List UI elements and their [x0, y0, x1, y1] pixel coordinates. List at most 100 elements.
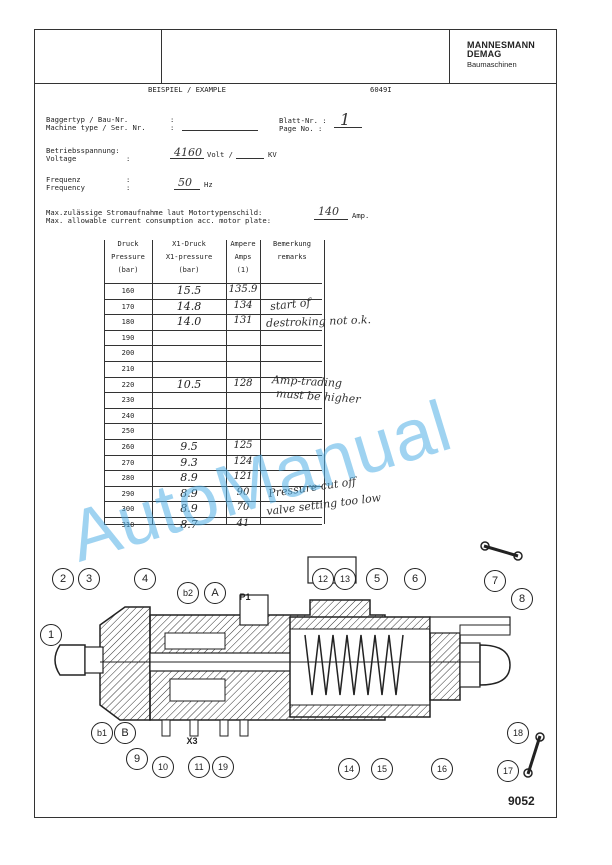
current-blank	[314, 219, 348, 220]
voltage-label-de: Betriebsspannung:	[46, 146, 120, 155]
frequency-colon-2: :	[126, 183, 131, 192]
doc-title: BEISPIEL / EXAMPLE	[148, 85, 226, 94]
callout-13: 13	[334, 568, 356, 590]
table-row-rule	[104, 423, 322, 425]
table-row-rule	[104, 439, 322, 440]
logo-line-3: Baumaschinen	[467, 60, 517, 69]
table-cell-amps: 121	[233, 471, 253, 483]
sheet-label-en: Page No. :	[279, 124, 323, 133]
voltage-blank	[170, 158, 204, 159]
table-cell-x1-pressure: 8.9	[180, 486, 198, 500]
table-cell-pressure: 220	[121, 380, 135, 389]
table-cell-x1-pressure: 8.9	[180, 502, 198, 516]
figure-number: 9052	[508, 794, 535, 808]
table-cell-x1-pressure: 10.5	[176, 377, 202, 391]
callout-7: 7	[484, 570, 506, 592]
table-cell-pressure: 250	[121, 427, 135, 436]
frequency-unit: Hz	[204, 180, 213, 189]
callout-16: 16	[431, 758, 453, 780]
table-header-cell: Druck	[117, 240, 139, 248]
voltage-unit-volt: Volt /	[207, 150, 233, 159]
callout-17: 17	[497, 760, 519, 782]
callout-10: 10	[152, 756, 174, 778]
current-unit: Amp.	[352, 211, 370, 220]
valve-cutaway-diagram	[54, 556, 511, 737]
table-cell-x1-pressure: 9.5	[180, 440, 198, 453]
table-row-rule	[104, 361, 322, 362]
machine-type-label-de: Baggertyp / Bau-Nr.	[46, 115, 129, 124]
kv-blank	[236, 158, 264, 159]
table-cell-pressure: 310	[121, 521, 135, 529]
table-bottom-rule	[104, 524, 322, 525]
table-cell-pressure: 180	[121, 318, 135, 327]
table-header-cell: X1-pressure	[165, 253, 213, 261]
table-column-rule	[152, 240, 153, 524]
header-divider-left	[161, 29, 162, 83]
table-header-cell: Pressure	[111, 253, 145, 261]
callout-19: 19	[212, 756, 234, 778]
table-row-rule	[104, 407, 322, 409]
table-cell-pressure: 260	[121, 443, 135, 451]
table-cell-x1-pressure: 15.5	[176, 284, 202, 297]
table-row-rule	[104, 470, 322, 472]
table-cell-pressure: 280	[121, 474, 135, 483]
current-value: 140	[318, 205, 339, 218]
table-cell-amps: 124	[233, 455, 253, 467]
callout-4: 4	[134, 568, 156, 590]
table-cell-pressure: 210	[121, 365, 135, 373]
table-cell-pressure: 170	[121, 302, 135, 311]
table-column-rule	[104, 240, 105, 524]
table-column-rule	[226, 240, 227, 524]
table-header-cell: Ampere	[230, 240, 256, 248]
table-row-rule	[104, 392, 322, 394]
table-cell-amps: 135.9	[228, 284, 258, 295]
table-row-rule	[104, 501, 322, 503]
table-cell-pressure: 190	[121, 333, 135, 342]
frequency-label-en: Frequency	[46, 183, 85, 192]
voltage-value: 4160	[174, 146, 202, 159]
callout-a: A	[204, 582, 226, 604]
callout-9: 9	[126, 748, 148, 770]
voltage-colon: :	[126, 154, 131, 163]
table-cell-pressure: 160	[121, 287, 135, 295]
table-cell-amps: 90	[236, 486, 250, 498]
logo-line-1: MANNESMANN	[467, 40, 535, 50]
table-cell-x1-pressure: 9.3	[180, 455, 198, 469]
table-cell-pressure: 270	[121, 458, 135, 467]
table-cell-pressure: 200	[121, 349, 135, 358]
table-cell-amps: 134	[233, 299, 253, 311]
callout-b2: b2	[177, 582, 199, 604]
callout-b1: b1	[91, 722, 113, 744]
machine-type-blank	[182, 130, 258, 131]
frequency-value: 50	[178, 176, 192, 189]
table-row-rule	[104, 329, 322, 331]
header-divider-right	[449, 29, 450, 83]
callout-x3: X3	[186, 736, 198, 746]
table-row-rule	[104, 298, 322, 300]
document-frame	[34, 29, 557, 818]
callout-6: 6	[404, 568, 426, 590]
table-cell-pressure: 240	[121, 411, 135, 420]
table-row-rule	[104, 485, 322, 487]
table-header-cell: (1)	[236, 266, 250, 274]
table-cell-pressure: 230	[121, 396, 135, 405]
table-cell-amps: 131	[233, 315, 253, 327]
callout-b: B	[114, 722, 136, 744]
table-cell-amps: 128	[233, 377, 253, 389]
table-column-rule	[260, 240, 261, 524]
table-column-rule	[324, 240, 325, 524]
logo-line-2: DEMAG	[467, 49, 502, 59]
table-header-cell: Bemerkung	[273, 240, 311, 248]
callout-14: 14	[338, 758, 360, 780]
callout-12: 12	[312, 568, 334, 590]
voltage-unit-kv: KV	[268, 150, 277, 159]
callout-p1: P1	[239, 592, 251, 602]
header-bottom-rule	[34, 83, 557, 84]
table-cell-x1-pressure: 14.8	[176, 299, 202, 313]
table-row-rule	[104, 454, 322, 456]
machine-type-label-en: Machine type / Ser. Nr.	[46, 123, 146, 132]
callout-8: 8	[511, 588, 533, 610]
table-cell-amps: 41	[236, 518, 250, 529]
callout-15: 15	[371, 758, 393, 780]
callout-18: 18	[507, 722, 529, 744]
